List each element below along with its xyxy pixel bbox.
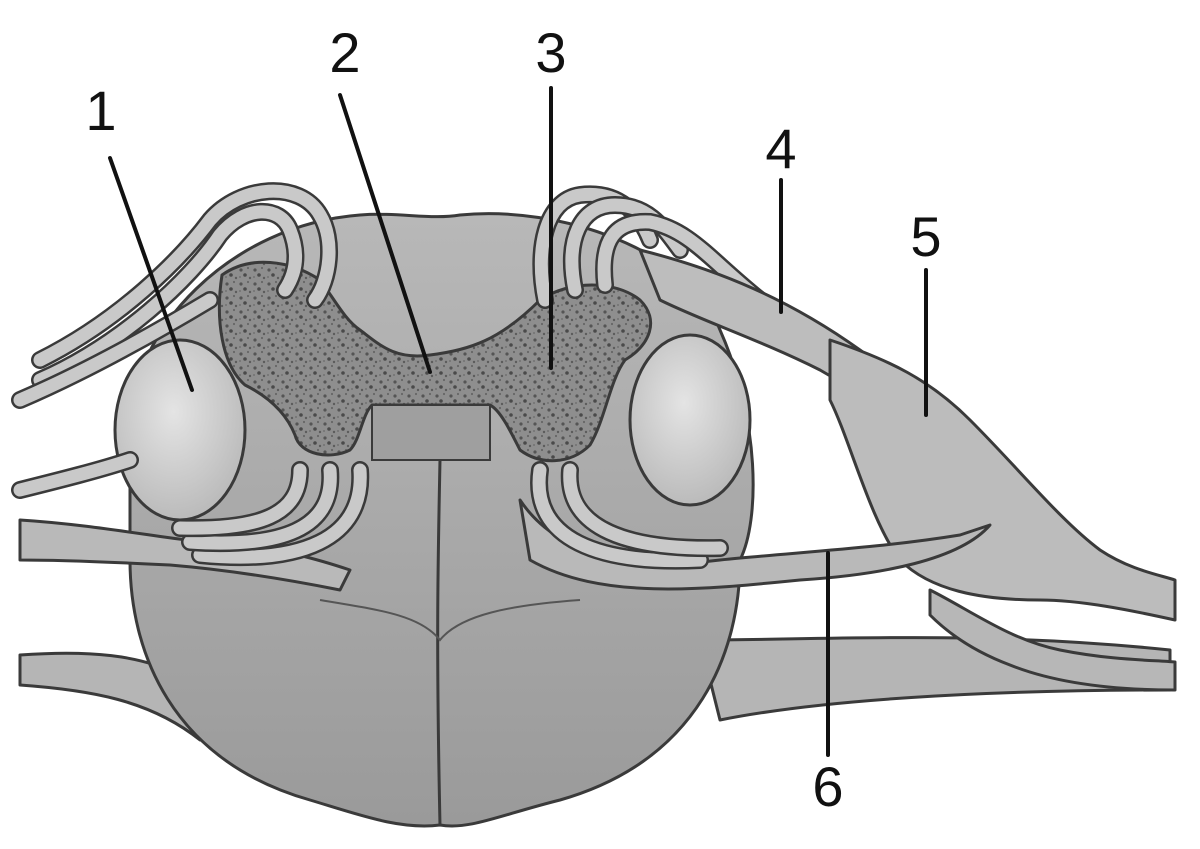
right-ventral-rootlets: [530, 461, 729, 570]
left-dorsal-root-ganglion: [113, 338, 247, 522]
left-spinal-nerve: [18, 518, 352, 592]
anterior-fissure-edge: [319, 599, 581, 642]
anterior-median-fissure: [436, 459, 442, 826]
callout-5: 5: [910, 205, 941, 268]
right-dorsal-root-ganglion: [628, 333, 752, 507]
leader-lines: [108, 86, 928, 757]
leader-line-2: [338, 93, 432, 374]
left-ventral-rootlets: [171, 461, 370, 567]
callout-3: 3: [535, 21, 566, 84]
callout-4: 4: [765, 117, 796, 180]
left-dorsal-rootlets: [11, 182, 339, 409]
grey-matter: [217, 260, 653, 463]
right-spinal-nerve: [828, 338, 1177, 622]
central-canal-area: [371, 404, 491, 461]
callout-1: 1: [85, 79, 116, 142]
right-dorsal-rootlets: [532, 185, 769, 309]
right-spinal-nerve-lower-branch: [928, 588, 1177, 692]
leader-line-1: [108, 156, 194, 392]
callout-2: 2: [329, 21, 360, 84]
callout-labels: 1 2 3 4 5 6: [85, 21, 941, 818]
callout-6: 6: [812, 755, 843, 818]
